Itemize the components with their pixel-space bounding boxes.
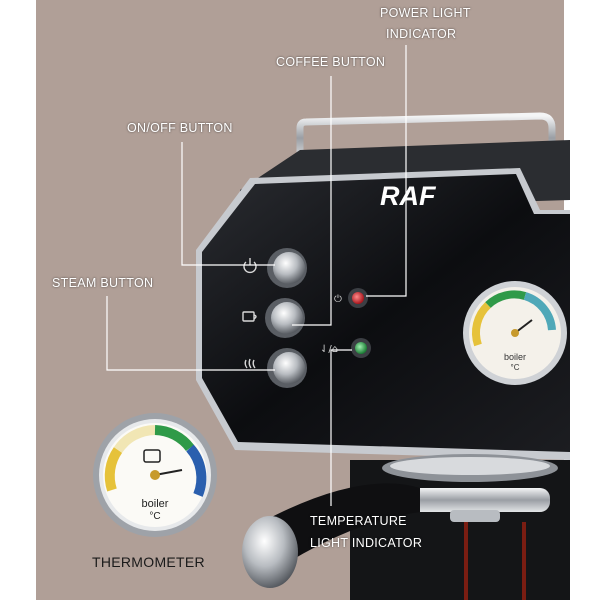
brand-logo: RAF bbox=[380, 181, 437, 211]
label-on-off-button: ON/OFF BUTTON bbox=[127, 121, 233, 135]
coffee-button-line bbox=[292, 76, 332, 326]
lower-body bbox=[350, 460, 570, 600]
steam-button-line bbox=[106, 296, 275, 371]
label-coffee-button: COFFEE BUTTON bbox=[276, 55, 386, 69]
steam-knob bbox=[267, 348, 307, 388]
thermometer-gauge: boiler °C bbox=[93, 413, 217, 537]
machine-gauge-label: boiler bbox=[504, 352, 526, 362]
cup-icon bbox=[242, 311, 257, 322]
steam-icon bbox=[244, 358, 256, 369]
coffee-stream-right bbox=[522, 522, 526, 600]
coffee-stream-left bbox=[464, 522, 468, 600]
temperature-light bbox=[351, 338, 371, 358]
label-temperature-2: LIGHT INDICATOR bbox=[310, 536, 423, 550]
on-off-knob bbox=[267, 248, 307, 288]
portafilter-cap bbox=[242, 516, 298, 588]
cup-rail bbox=[296, 112, 556, 164]
label-power-light-2: INDICATOR bbox=[386, 27, 457, 41]
power-light-icon: ⏻ bbox=[334, 294, 342, 305]
thermometer-label: boiler bbox=[142, 498, 169, 510]
on-off-button-line bbox=[181, 142, 275, 266]
power-light-line bbox=[366, 45, 407, 297]
portafilter-handle bbox=[262, 483, 420, 560]
thermometer-unit: °C bbox=[149, 511, 160, 522]
machine-gauge: boiler °C bbox=[463, 281, 567, 385]
temperature-light-icon: ⇃/⌂ bbox=[320, 344, 338, 355]
callout-lines bbox=[106, 45, 407, 506]
power-light bbox=[348, 288, 368, 308]
temperature-light-line bbox=[330, 349, 352, 506]
machine-gauge-unit: °C bbox=[511, 363, 520, 372]
coffee-knob bbox=[265, 298, 305, 338]
label-power-light-1: POWER LIGHT bbox=[380, 6, 471, 20]
label-temperature-1: TEMPERATURE bbox=[310, 514, 407, 528]
portafilter bbox=[400, 488, 550, 512]
label-steam-button: STEAM BUTTON bbox=[52, 276, 154, 290]
label-thermometer: THERMOMETER bbox=[92, 554, 205, 570]
